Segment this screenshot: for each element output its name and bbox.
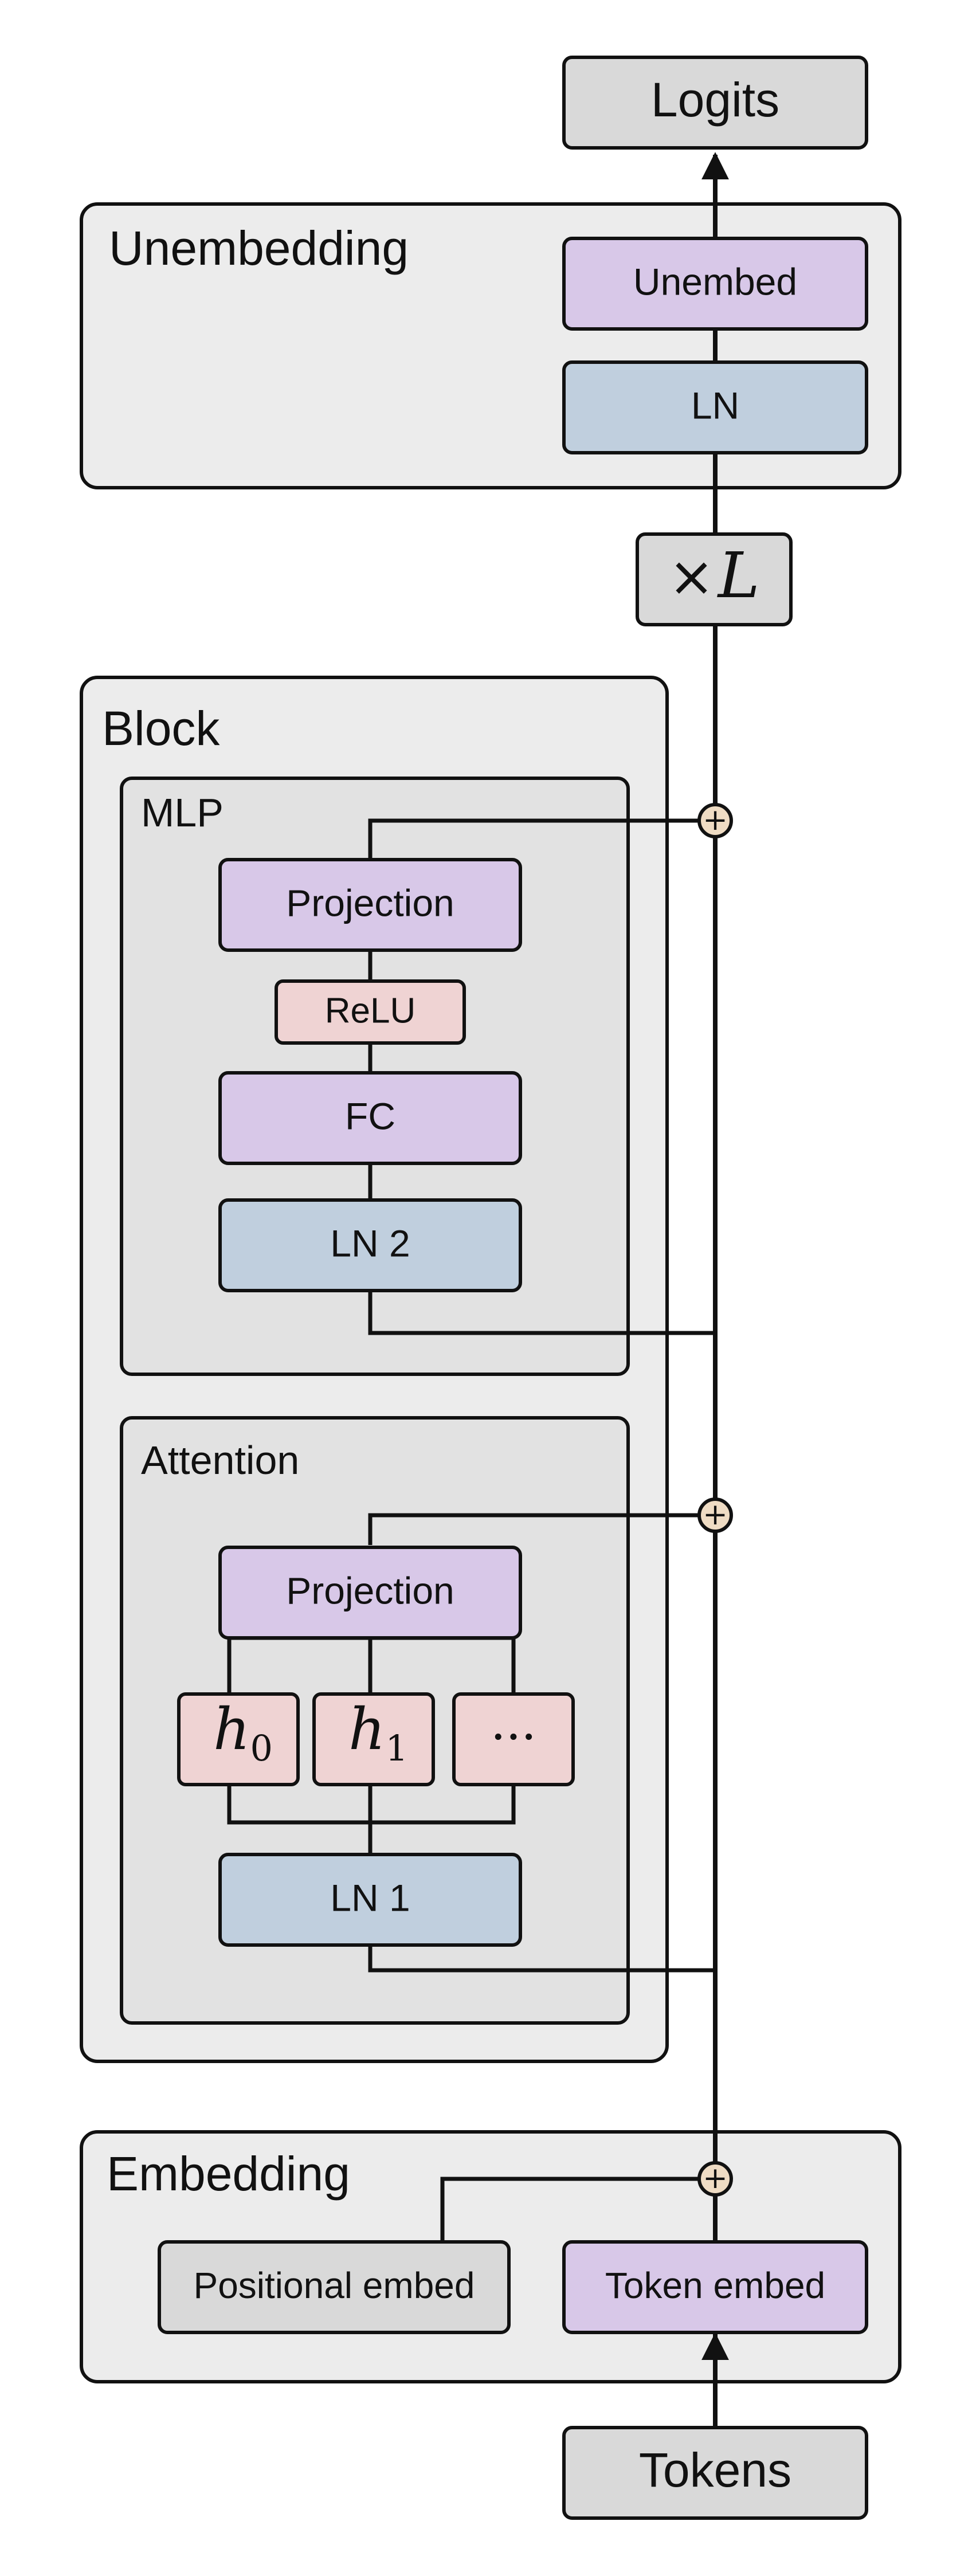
embedding-title: Embedding: [107, 2147, 350, 2201]
ln1-box: [218, 1853, 522, 1947]
head-1-base: h: [348, 1696, 385, 1763]
tokens-label: Tokens: [639, 2443, 791, 2497]
block-title: Block: [102, 701, 220, 755]
positional-to-add-connector: [440, 2177, 699, 2242]
relu-label: ReLU: [325, 991, 416, 1030]
residual-add-mlp: +: [697, 803, 733, 838]
add-circle: [697, 803, 733, 838]
repeat-badge: [636, 532, 793, 626]
fc-box: [218, 1071, 522, 1165]
add-symbol: +: [703, 2161, 728, 2195]
relu-box: [275, 979, 466, 1045]
fc-label: FC: [345, 1095, 395, 1137]
ln2-box: [218, 1198, 522, 1292]
attention-projection-label: Projection: [286, 1569, 454, 1612]
logits-label: Logits: [651, 73, 779, 127]
mlp-title: MLP: [141, 790, 224, 835]
mlp-projection-label: Projection: [286, 881, 454, 924]
head-0-box: [177, 1692, 300, 1786]
attention-projection-box: [218, 1546, 522, 1640]
mlp-branch-out: [368, 818, 698, 862]
unembed-box: [562, 237, 868, 331]
ln-final-box: [562, 360, 868, 454]
token-embed-label: Token embed: [605, 2265, 825, 2306]
head-0-base: h: [213, 1696, 250, 1763]
tokens-box: [562, 2426, 868, 2520]
ln2-label: LN 2: [330, 1222, 410, 1264]
positional-embed-label: Positional embed: [194, 2265, 475, 2306]
mlp-branch-in: [368, 1292, 715, 1335]
add-circle: [697, 1497, 733, 1533]
head-0-label: h0: [213, 1696, 273, 1769]
positional-embed-box: [158, 2240, 511, 2334]
unembedding-title: Unembedding: [109, 221, 409, 275]
ln1-label: LN 1: [330, 1876, 410, 1919]
logits-box: [562, 56, 868, 150]
head-1-box: [312, 1692, 435, 1786]
add-circle: [697, 2161, 733, 2197]
add-symbol: +: [703, 803, 728, 837]
attention-title: Attention: [141, 1438, 299, 1483]
head-more-box: [452, 1692, 575, 1786]
repeat-times-symbol: ×: [668, 544, 714, 609]
residual-add-embedding: +: [697, 2161, 733, 2197]
head-1-subscript: 1: [385, 1727, 407, 1769]
token-embed-box: [562, 2240, 868, 2334]
add-symbol: +: [703, 1497, 728, 1532]
mlp-projection-box: [218, 858, 522, 952]
head-0-subscript: 0: [250, 1727, 272, 1769]
residual-add-attention: +: [697, 1497, 733, 1533]
attention-branch-in: [368, 1945, 715, 1973]
unembed-label: Unembed: [633, 260, 797, 303]
head-more-label: ···: [491, 1709, 536, 1765]
repeat-label: ×L: [668, 539, 759, 612]
attention-branch-out: [368, 1513, 698, 1545]
ln-final-label: LN: [691, 384, 739, 426]
head-1-label: h1: [348, 1696, 408, 1769]
repeat-variable: L: [717, 539, 760, 612]
